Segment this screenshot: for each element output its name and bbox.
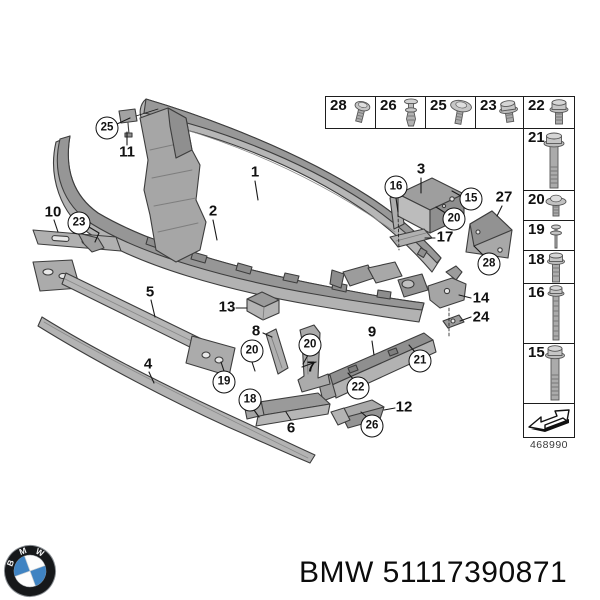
logo-letter-m: M: [18, 545, 28, 557]
part-14-mount-bracket: [427, 265, 467, 309]
callout-10[interactable]: 10: [44, 203, 62, 221]
callout-27[interactable]: 27: [495, 188, 513, 206]
fastener-id: 19: [528, 221, 545, 238]
fastener-cell-28[interactable]: 28: [325, 96, 376, 129]
callout-11[interactable]: 11: [119, 143, 135, 161]
callout-circle-20c[interactable]: 20: [298, 333, 322, 357]
callout-circle-23[interactable]: 23: [67, 211, 91, 235]
callout-5[interactable]: 5: [145, 283, 155, 301]
fastener-cell-18[interactable]: 18: [523, 250, 575, 284]
callout-circle-18[interactable]: 18: [238, 388, 262, 412]
callout-circle-16[interactable]: 16: [384, 175, 408, 199]
part-24-link: [442, 314, 465, 329]
direction-arrow-cell[interactable]: [523, 403, 575, 438]
fastener-id: 26: [380, 97, 397, 114]
washer-screw-icon: [450, 99, 472, 125]
callout-6[interactable]: 6: [286, 419, 296, 437]
retainer-pin-icon: [550, 224, 562, 249]
callout-circle-22[interactable]: 22: [346, 376, 370, 400]
callout-7[interactable]: 7: [306, 358, 316, 376]
hex-bolt-medium-icon: [547, 252, 565, 283]
callout-circle-19[interactable]: 19: [212, 370, 236, 394]
callout-9[interactable]: 9: [367, 323, 377, 341]
logo-letter-b: B: [5, 558, 17, 567]
fastener-id: 22: [528, 97, 545, 114]
part-number-caption: BMW 51117390871: [299, 556, 568, 589]
callout-1[interactable]: 1: [250, 163, 260, 181]
hex-bolt-extra-long-icon: [547, 285, 565, 341]
fastener-cell-22[interactable]: 22: [523, 96, 575, 129]
fastener-cell-16[interactable]: 16: [523, 283, 575, 344]
fastener-cell-19[interactable]: 19: [523, 220, 575, 251]
part-12-plate-bracket: [330, 399, 385, 429]
callout-circle-25[interactable]: 25: [95, 116, 119, 140]
pan-head-screw-icon: [354, 100, 371, 123]
bmw-logo: B M W: [4, 545, 56, 597]
callout-24[interactable]: 24: [472, 308, 490, 326]
fastener-id: 18: [528, 251, 545, 268]
fastener-id: 23: [480, 97, 497, 114]
callout-14[interactable]: 14: [472, 289, 490, 307]
callout-circle-20b[interactable]: 20: [240, 339, 264, 363]
fastener-cell-20[interactable]: 20: [523, 190, 575, 221]
callout-circle-28[interactable]: 28: [477, 252, 501, 276]
flange-bolt-icon: [549, 99, 569, 125]
callout-2[interactable]: 2: [208, 202, 218, 220]
hex-bolt-long-thick-icon: [545, 345, 565, 401]
fastener-cell-15[interactable]: 15: [523, 343, 575, 404]
fastener-id: 28: [330, 97, 347, 114]
part-10-flat-bracket: [32, 229, 122, 253]
callout-circle-21[interactable]: 21: [408, 349, 432, 373]
fastener-id: 15: [528, 344, 545, 361]
part-4-lower-strip: [37, 316, 316, 464]
direction-arrow-icon: [528, 409, 570, 432]
fastener-cell-25[interactable]: 25: [425, 96, 476, 129]
callout-circle-20a[interactable]: 20: [442, 207, 466, 231]
fastener-cell-21[interactable]: 21: [523, 128, 575, 191]
fastener-id: 21: [528, 129, 545, 146]
callout-17[interactable]: 17: [436, 228, 454, 246]
fastener-id: 25: [430, 97, 447, 114]
flange-bolt-short-icon: [499, 100, 518, 123]
callout-12[interactable]: 12: [395, 398, 413, 416]
part-2-lower-carrier: [53, 107, 429, 323]
part-8-support-strip: [265, 328, 289, 375]
leader-lines: [53, 108, 503, 421]
fastener-cell-26[interactable]: 26: [375, 96, 426, 129]
callout-circle-26[interactable]: 26: [360, 414, 384, 438]
expansion-rivet-icon: [404, 98, 418, 127]
hex-bolt-long-icon: [543, 132, 565, 189]
fastener-id: 20: [528, 191, 545, 208]
fastener-id: 16: [528, 284, 545, 301]
callout-3[interactable]: 3: [416, 160, 426, 178]
fastener-cell-23[interactable]: 23: [475, 96, 524, 129]
washer-screw-small-icon: [545, 194, 567, 217]
callout-8[interactable]: 8: [251, 322, 261, 340]
part-27-side-bracket: [465, 210, 513, 259]
callout-13[interactable]: 13: [218, 298, 236, 316]
diagram-code: 468990: [529, 439, 569, 451]
callout-4[interactable]: 4: [143, 355, 153, 373]
part-11-clip: [118, 108, 138, 138]
part-13-spacer-box: [246, 291, 280, 321]
callout-circle-15[interactable]: 15: [459, 187, 483, 211]
